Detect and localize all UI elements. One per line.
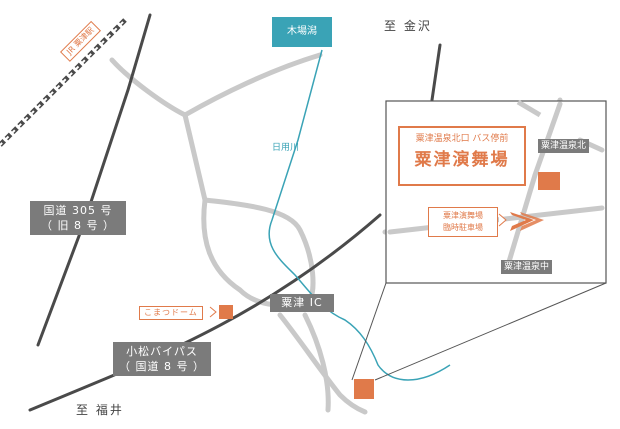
- onsen-north-label: 粟津温泉北: [538, 139, 590, 153]
- route305-label: 国道 305 号 （ 旧 8 号 ）: [30, 201, 126, 235]
- route305-line2: （ 旧 8 号 ）: [41, 219, 115, 232]
- inset-connector-right: [374, 282, 607, 381]
- destination-kanazawa: 至 金沢: [384, 19, 432, 33]
- komatsu-dome-label: こまつドーム: [139, 306, 203, 320]
- parking-label: 粟津演舞場 臨時駐車場: [428, 207, 498, 237]
- road-loop-west: [201, 197, 283, 308]
- venue-marker: [354, 379, 374, 399]
- awazu-ic-label: 粟津 IC: [270, 294, 334, 312]
- route-305: [36, 13, 152, 347]
- road-to-ic-south: [302, 312, 331, 413]
- inset-venue-box: 粟津温泉北口 バス停前 粟津演舞場: [398, 126, 526, 186]
- river-hiyou: [268, 49, 451, 381]
- destination-fukui: 至 福井: [76, 403, 124, 417]
- bypass-line1: 小松バイパス: [126, 345, 198, 358]
- kibagata-label: 木場潟: [272, 17, 332, 47]
- road-to-kanazawa: [430, 43, 442, 102]
- road-loop-east: [202, 197, 316, 303]
- parking-line1: 粟津演舞場: [443, 211, 483, 220]
- bypass-route8: [28, 213, 382, 412]
- komatsu-dome-marker: [219, 305, 233, 319]
- river-label: 日用川: [272, 143, 300, 153]
- venue-name: 粟津演舞場: [414, 150, 510, 170]
- road-north-loop: [109, 52, 323, 118]
- bypass-line2: （ 国道 8 号 ）: [119, 360, 205, 373]
- parking-arrow-icon: [510, 212, 544, 231]
- bus-stop-label: 粟津温泉北口 バス停前: [415, 134, 509, 144]
- inset-venue-marker: [538, 172, 560, 190]
- bypass-label: 小松バイパス （ 国道 8 号 ）: [113, 342, 211, 376]
- route305-line1: 国道 305 号: [43, 204, 113, 217]
- parking-line2: 臨時駐車場: [443, 223, 483, 232]
- onsen-middle-label: 粟津温泉中: [501, 260, 553, 274]
- inset-connector-left: [351, 282, 387, 381]
- road-center-north: [182, 112, 208, 203]
- road-ic-southwest: [277, 312, 368, 415]
